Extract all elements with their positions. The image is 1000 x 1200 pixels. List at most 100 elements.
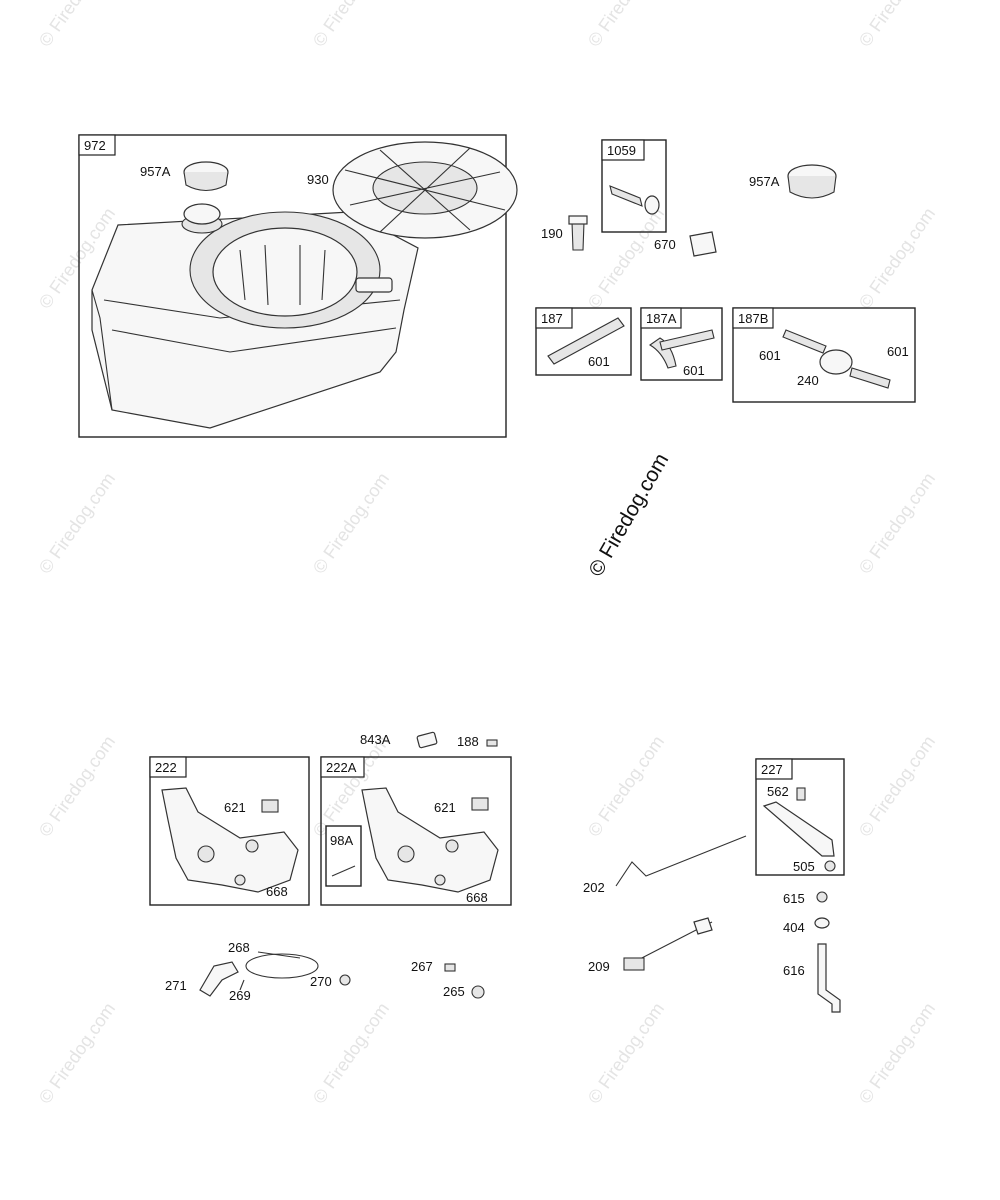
- callout-601-3: 601: [759, 348, 781, 363]
- callout-670: 670: [654, 237, 676, 252]
- part-843a: [416, 731, 438, 749]
- clip-621: [261, 799, 279, 813]
- box-187-label: 187: [541, 311, 563, 326]
- box-222-tag: [149, 756, 187, 778]
- box-1059-tag: [601, 139, 645, 161]
- spring-209-coil: [623, 957, 645, 971]
- callout-270: 270: [310, 974, 332, 989]
- box-972-frame: [78, 134, 507, 438]
- bracket-hole: [245, 839, 259, 853]
- shoulder-screw: [609, 185, 643, 207]
- box-972-tag: [78, 134, 116, 156]
- box-1059-label: 1059: [607, 143, 636, 158]
- tank-ribs: [239, 244, 326, 306]
- callout-843a: 843A: [360, 732, 391, 747]
- box-972-label: 972: [84, 138, 106, 153]
- tank-filler-top: [183, 203, 221, 225]
- callout-601-2: 601: [683, 363, 705, 378]
- watermark-text: © Firedog.com: [35, 732, 119, 840]
- callout-615: 615: [783, 891, 805, 906]
- box-222a-label: 222A: [326, 760, 357, 775]
- box-227-tag: [755, 758, 793, 780]
- watermark-text: © Firedog.com: [309, 469, 393, 577]
- clip-621: [471, 797, 489, 811]
- group-222a: 222A 98A 621 668: [320, 756, 512, 906]
- bracket-hole: [397, 845, 415, 863]
- cable-268: [245, 953, 319, 979]
- nut-270: [339, 974, 351, 986]
- box-187-tag: [535, 307, 573, 329]
- callout-562: 562: [767, 784, 789, 799]
- callout-271: 271: [165, 978, 187, 993]
- callout-269: 269: [229, 988, 251, 1003]
- callout-209: 209: [588, 959, 610, 974]
- lever-271: [199, 961, 239, 997]
- callout-505: 505: [793, 859, 815, 874]
- tank-inner-ring: [212, 227, 358, 317]
- group-187: 187 601: [535, 307, 632, 376]
- callout-265: 265: [443, 984, 465, 999]
- watermark-text: © Firedog.com: [584, 732, 668, 840]
- watermark-text: © Firedog.com: [855, 999, 939, 1107]
- washer-404: [814, 917, 830, 929]
- fuel-line-187b-upper: [782, 329, 827, 354]
- watermark-text: © Firedog.com: [855, 469, 939, 577]
- callout-601-4: 601: [887, 344, 909, 359]
- fuel-cap-body: [787, 175, 837, 199]
- group-843a-188: 843A 188: [360, 731, 498, 749]
- washer: [644, 195, 660, 215]
- box-187b-label: 187B: [738, 311, 768, 326]
- box-98a-frame: [325, 825, 362, 887]
- center-watermark: © Firedog.com: [584, 449, 673, 580]
- box-187b-tag: [732, 307, 774, 329]
- watermark-text: © Firedog.com: [584, 0, 668, 50]
- watermark-text: © Firedog.com: [855, 0, 939, 50]
- fuel-cap-957a-2: 957A: [749, 164, 837, 199]
- tank-edge: [91, 289, 113, 411]
- blower-guard-grille: [344, 147, 506, 233]
- box-187-frame: [535, 307, 632, 376]
- clip-265: [471, 985, 485, 999]
- shaft-616: [817, 943, 841, 1013]
- tank-seam: [111, 327, 397, 353]
- screw-190-shank: [571, 221, 585, 251]
- group-187a: 187A 601: [640, 307, 723, 381]
- box-98a-label: 98A: [330, 833, 353, 848]
- spring-209-hook: [693, 917, 713, 935]
- tank-tab: [355, 277, 393, 293]
- watermark-text: © Firedog.com: [35, 0, 119, 50]
- fuel-filter-240: [819, 349, 853, 375]
- fuel-line-187a: [659, 329, 715, 351]
- spring-98a: [331, 865, 356, 877]
- callout-404: 404: [783, 920, 805, 935]
- watermark-text: © Firedog.com: [855, 204, 939, 312]
- fuel-line-187b-lower: [849, 367, 891, 389]
- group-615-404-616: 615 404 616: [783, 891, 841, 1013]
- callout-240: 240: [797, 373, 819, 388]
- callout-668: 668: [466, 890, 488, 905]
- spacer-670-body: [689, 231, 717, 257]
- box-187b-frame: [732, 307, 916, 403]
- box-187a-tag: [640, 307, 682, 329]
- screw-190-head: [568, 215, 588, 225]
- watermark-text: © Firedog.com: [35, 999, 119, 1107]
- watermark-text: © Firedog.com: [584, 204, 668, 312]
- callout-267: 267: [411, 959, 433, 974]
- control-bracket-222a: [361, 787, 499, 893]
- governor-spring-209: 209: [588, 917, 713, 974]
- link-202: [615, 835, 747, 887]
- fuel-cap-957a-body: [183, 171, 229, 192]
- bracket-hole: [434, 874, 446, 886]
- watermark-text: © Firedog.com: [855, 732, 939, 840]
- watermark-text: © Firedog.com: [35, 469, 119, 577]
- callout-957a-2: 957A: [749, 174, 780, 189]
- nut-615: [816, 891, 828, 903]
- group-1059: 1059: [601, 139, 667, 233]
- box-227-label: 227: [761, 762, 783, 777]
- watermark-text: © Firedog.com: [309, 999, 393, 1107]
- fuel-line-187: [547, 317, 625, 365]
- callout-268: 268: [228, 940, 250, 955]
- screw-190: 190: [541, 215, 588, 251]
- control-bracket-222: [161, 787, 299, 893]
